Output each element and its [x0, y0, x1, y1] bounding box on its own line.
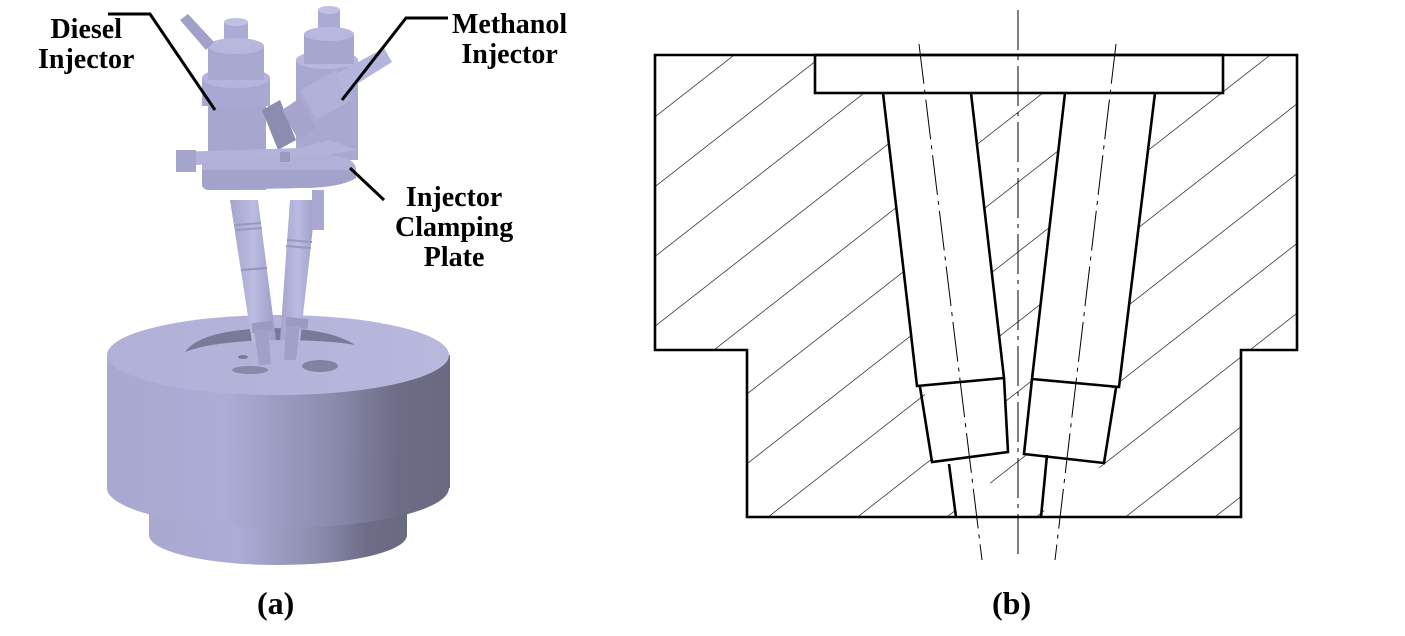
label-injector-clamping-plate: Injector Clamping Plate — [395, 183, 513, 273]
cross-section-drawing — [653, 10, 1299, 561]
panel-a-3d-render: Diesel Injector Methanol Injector Inject… — [0, 0, 620, 636]
base-upper-cylinder — [107, 315, 450, 528]
bore-right-lower — [1039, 454, 1049, 518]
diesel-axis — [918, 43, 983, 561]
panel-b-section-drawing: (b) — [620, 0, 1405, 636]
hatched-body — [655, 55, 1297, 517]
leader-diesel — [108, 12, 217, 111]
leader-lines — [108, 12, 448, 202]
leader-plate — [348, 166, 386, 202]
caption-b: (b) — [992, 585, 1032, 621]
diesel-injector — [180, 14, 296, 365]
methanol-injector — [280, 6, 392, 360]
injector-clamping-plate — [176, 140, 356, 190]
label-line: Diesel — [50, 14, 122, 45]
center-lines — [918, 10, 1117, 561]
hole — [232, 366, 268, 374]
body-outline — [653, 53, 1299, 519]
label-line: Injector — [38, 44, 135, 75]
methanol-axis — [1054, 43, 1117, 561]
injector-assembly-render — [107, 6, 450, 565]
label-line: Plate — [423, 242, 485, 273]
label-line: Methanol — [452, 9, 568, 40]
bore-left-middle — [918, 377, 1010, 464]
bore-right-middle — [1022, 378, 1118, 465]
bore-left-lower — [947, 463, 958, 518]
caption-a: (a) — [257, 585, 295, 621]
hole — [302, 360, 338, 372]
label-methanol-injector: Methanol Injector — [452, 10, 567, 70]
label-line: Injector — [461, 39, 558, 70]
label-diesel-injector: Diesel Injector — [38, 15, 134, 75]
label-line: Clamping — [395, 212, 514, 243]
clamp-recess — [813, 53, 1225, 95]
leader-methanol — [340, 16, 448, 101]
label-line: Injector — [405, 182, 503, 213]
